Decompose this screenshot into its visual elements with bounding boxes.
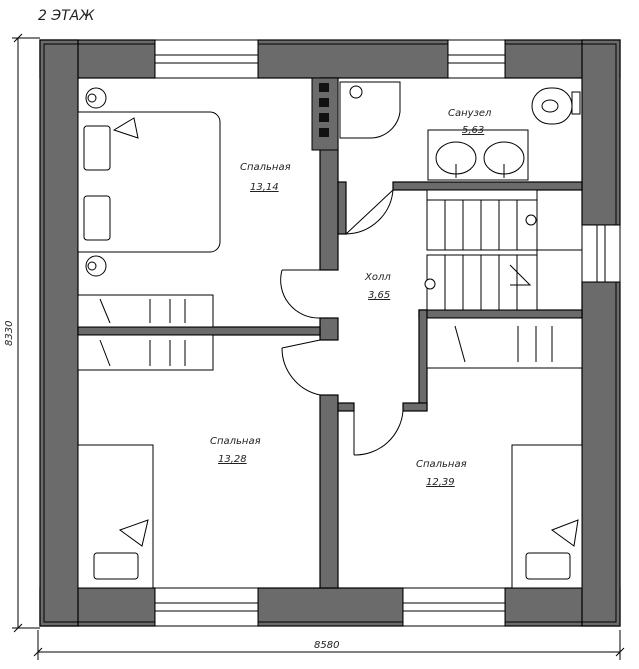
room-name: Спальная (240, 162, 291, 173)
room-area: 3,65 (368, 290, 390, 301)
room-label-hall: Холл 3,65 (364, 272, 391, 301)
room-label-bathroom: Санузел 5,63 (448, 108, 492, 136)
room-name: Холл (364, 272, 391, 283)
outer-walls (39, 39, 621, 627)
bedroom-3-furniture (426, 317, 583, 589)
outer-wall-inner-outline (43, 43, 617, 623)
room-label-bedroom-2: Спальная 13,28 (210, 436, 261, 465)
ventilation-block (311, 77, 339, 151)
room-name: Санузел (448, 108, 492, 119)
room-area: 13,14 (250, 182, 279, 193)
dimension-lines (12, 33, 625, 660)
bedroom-1-furniture (77, 87, 221, 328)
doors (280, 189, 404, 456)
room-area: 5,63 (462, 125, 484, 136)
bedroom-2-furniture (77, 334, 214, 589)
room-name: Спальная (416, 459, 467, 470)
staircase (424, 189, 582, 311)
room-area: 13,28 (218, 454, 247, 465)
bathroom-fixtures (339, 81, 581, 181)
room-label-bedroom-1: Спальная 13,14 (240, 162, 291, 193)
room-label-bedroom-3: Спальная 12,39 (416, 459, 467, 488)
room-area: 12,39 (426, 477, 455, 488)
floor-title: 2 ЭТАЖ (38, 8, 95, 24)
height-dimension: 8330 (4, 321, 15, 346)
windows (154, 39, 621, 627)
room-name: Спальная (210, 436, 261, 447)
width-dimension: 8580 (314, 640, 339, 651)
